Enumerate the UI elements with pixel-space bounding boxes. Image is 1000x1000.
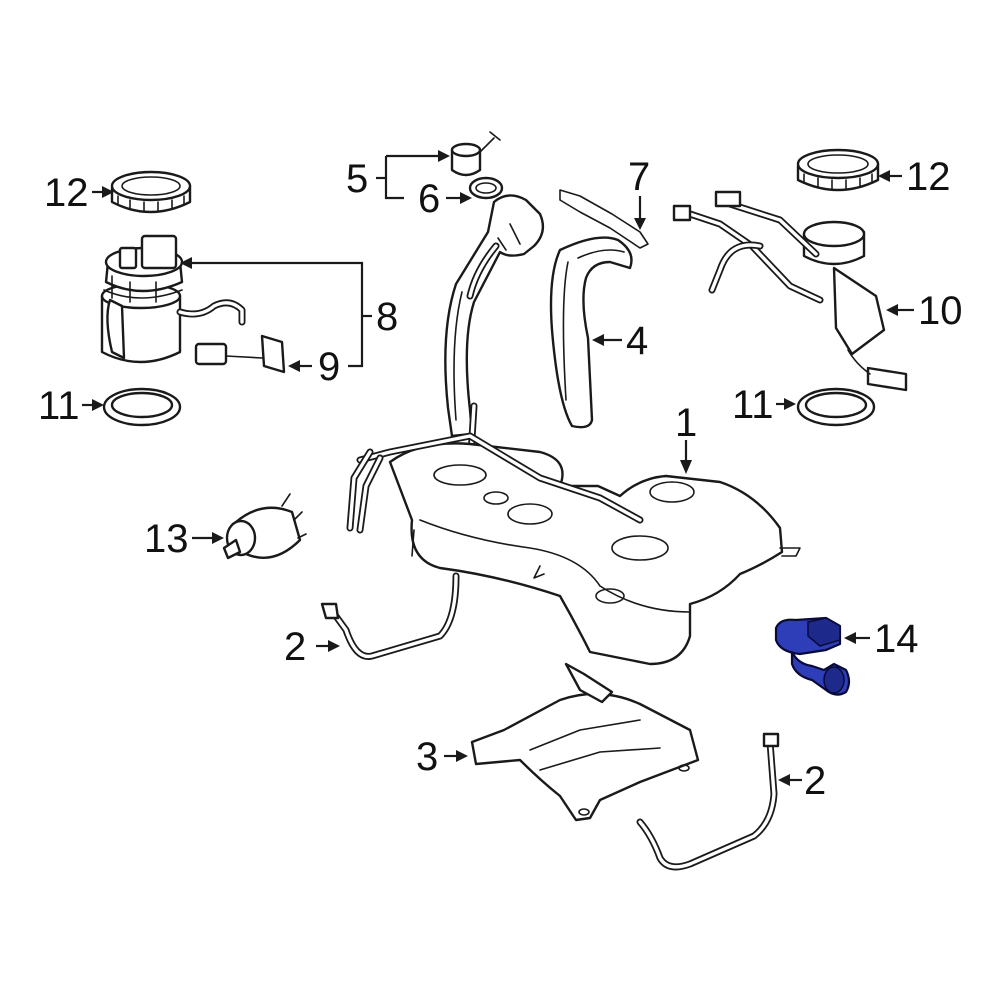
callout-12-left: 12 <box>44 171 89 215</box>
leader-lines <box>82 150 914 786</box>
callout-14: 14 <box>874 617 919 661</box>
seal-right[interactable] <box>796 387 876 427</box>
callout-10: 10 <box>918 289 963 333</box>
callout-13: 13 <box>144 517 189 561</box>
fuel-level-sender[interactable] <box>194 334 286 374</box>
vent-line[interactable] <box>559 189 649 249</box>
locking-ring-left[interactable] <box>110 170 192 214</box>
callout-labels: 1 2 2 3 4 5 6 7 8 9 10 11 11 12 12 13 14 <box>38 155 963 803</box>
callout-7: 7 <box>628 155 650 199</box>
highlighted-part-14[interactable] <box>774 616 851 696</box>
filler-neck[interactable] <box>444 194 545 474</box>
callout-2-right: 2 <box>804 759 826 803</box>
callout-3: 3 <box>416 735 438 779</box>
callout-11-left: 11 <box>38 384 80 428</box>
protective-panel[interactable] <box>470 662 700 822</box>
tank-strap-right[interactable] <box>636 732 780 871</box>
heat-shield[interactable] <box>549 236 633 429</box>
tank-strap-left[interactable] <box>320 572 460 660</box>
callout-9: 9 <box>318 345 340 389</box>
fuel-sender-unit[interactable] <box>672 190 908 392</box>
callout-2-left: 2 <box>284 625 306 669</box>
callout-1: 1 <box>675 401 697 445</box>
fuel-tank[interactable] <box>346 432 801 666</box>
fuel-pump-module[interactable] <box>100 234 246 364</box>
callout-6: 6 <box>418 177 440 221</box>
callout-5: 5 <box>346 157 368 201</box>
callout-8: 8 <box>376 295 398 339</box>
filler-cap[interactable] <box>450 131 501 177</box>
callout-12-right: 12 <box>906 155 951 199</box>
callout-11-right: 11 <box>732 383 774 427</box>
fuel-filter[interactable] <box>222 493 307 560</box>
o-ring[interactable] <box>468 176 504 200</box>
seal-left[interactable] <box>102 387 182 427</box>
callout-4: 4 <box>626 319 648 363</box>
locking-ring-right[interactable] <box>796 148 880 192</box>
